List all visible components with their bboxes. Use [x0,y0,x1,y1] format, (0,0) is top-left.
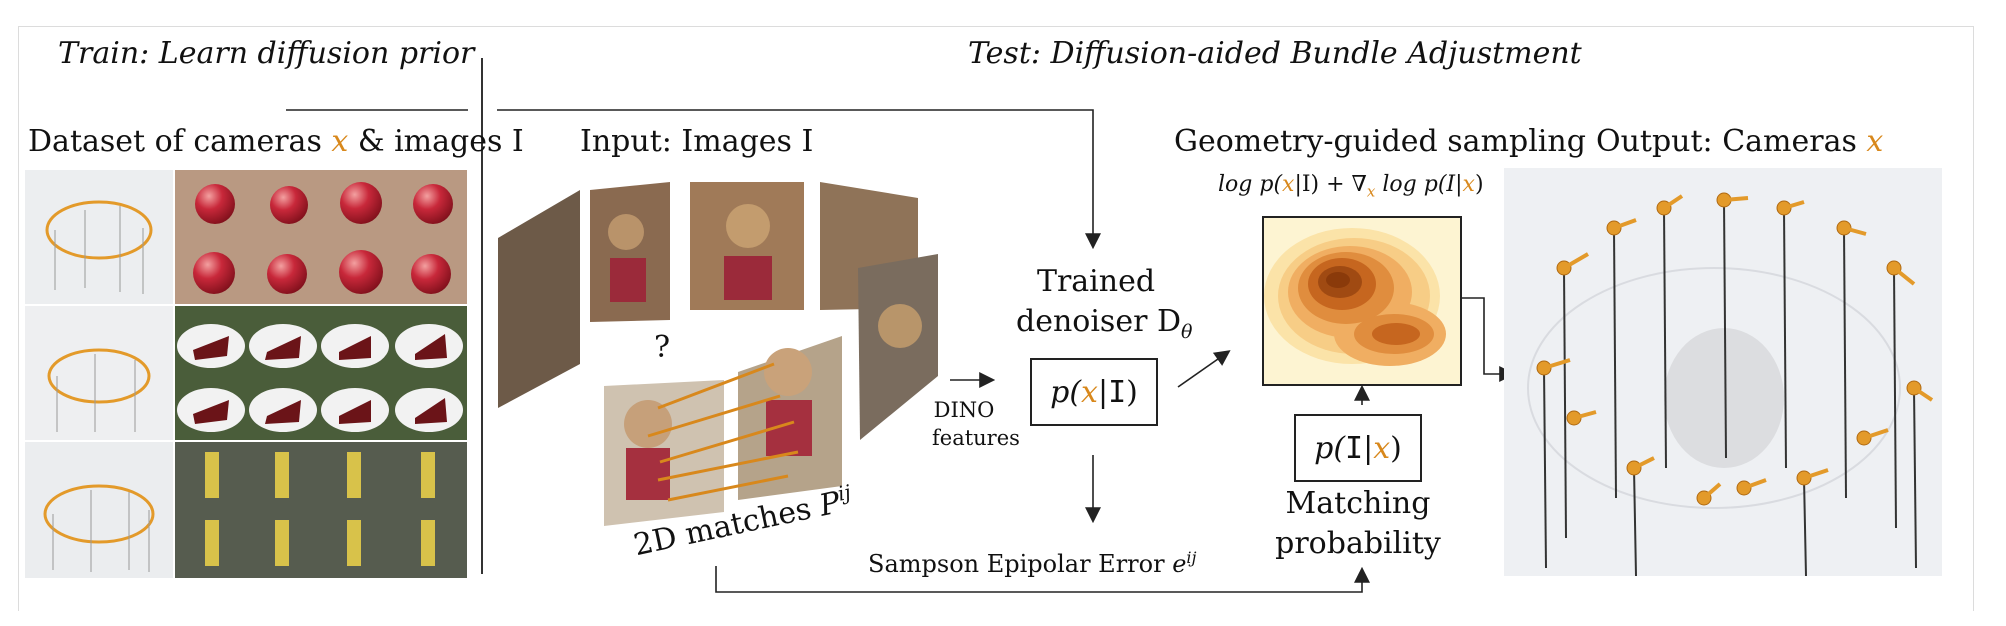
sampson-symbol: e [1172,550,1187,578]
prior-post: ) [1126,374,1138,410]
dino-line1: DINO [933,398,995,422]
matching-line1: Matching [1285,486,1431,521]
likelihood-box: p(I|x) [1294,414,1422,482]
density-heatmap [1262,216,1462,386]
formula-d: ) [1474,172,1484,197]
dino-features-label: DINO features [932,396,1020,452]
prior-box: p(x|I) [1030,358,1158,426]
guidance-formula: log p(x|I) + ∇x log p(I|x) [1218,172,1484,200]
sampson-text: Sampson Epipolar Error [868,550,1165,578]
section-divider [481,58,483,574]
dataset-grid [25,170,467,578]
likelihood-var: x [1373,430,1391,466]
input-images [498,182,938,526]
formula-x1: x [1282,172,1295,197]
dataset-title-prefix: Dataset of cameras [28,124,332,159]
matching-probability-label: Matching probability [1268,484,1448,564]
sampson-sup: ij [1186,548,1197,567]
formula-x3: x [1462,172,1475,197]
test-header: Test: Diffusion-aided Bundle Adjustment [968,36,1582,71]
prior-var: x [1081,374,1098,410]
prior-mid: | [1097,374,1109,410]
formula-x2: x [1366,182,1376,201]
input-title: Input: Images I [580,124,814,159]
denoiser-label: Trained denoiser Dθ [1016,262,1192,352]
cake-images [175,306,467,440]
dataset-title: Dataset of cameras x & images I [28,124,524,159]
prior-pre: p( [1050,374,1082,410]
dino-line2: features [932,426,1020,450]
dataset-title-suffix: & images I [348,124,524,159]
formula-a: log p( [1218,172,1283,197]
likelihood-pre: p( [1314,430,1346,466]
output-title-var: x [1866,124,1884,159]
output-title: Output: Cameras x [1596,124,1883,159]
camera-rig-thumbnails [25,170,173,578]
matching-line2: probability [1275,526,1441,561]
question-mark: ? [654,330,671,365]
output-cameras-render [1504,168,1942,576]
formula-b: |I) + ∇ [1294,172,1367,197]
likelihood-mid: | [1363,430,1374,466]
dataset-title-var: x [331,124,349,159]
prior-img: I [1108,374,1127,410]
sampling-title: Geometry-guided sampling [1174,124,1586,159]
denoiser-line1: Trained [1036,264,1156,299]
denoiser-line2: denoiser D [1016,304,1182,339]
apple-images [175,170,467,304]
hydrant-images [175,442,467,578]
train-header: Train: Learn diffusion prior [58,36,475,71]
output-title-prefix: Output: Cameras [1596,124,1867,159]
likelihood-post: ) [1390,430,1402,466]
formula-c: log p(I| [1375,172,1463,197]
likelihood-img: I [1345,430,1364,466]
sampson-label: Sampson Epipolar Error eij [868,548,1197,578]
denoiser-sub: θ [1181,321,1193,343]
